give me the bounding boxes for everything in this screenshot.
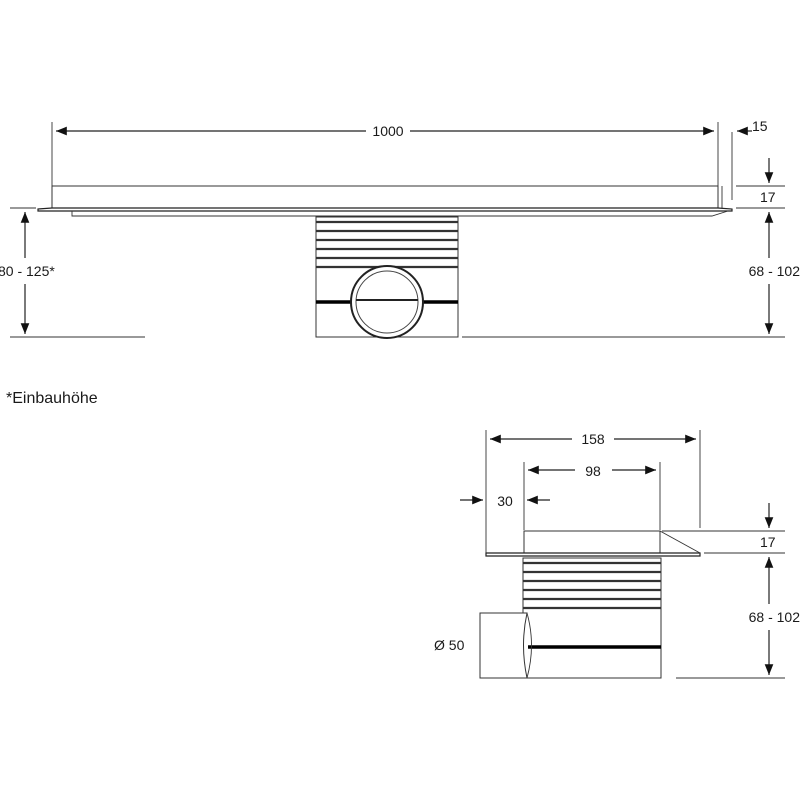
side-dim-body-height-label: 68 - 102 <box>749 609 800 625</box>
longitudinal-view: 1000 15 17 80 - 125* 68 - 102 <box>0 118 800 339</box>
side-drain-body <box>522 557 662 679</box>
side-dim-offset-label: 30 <box>497 493 513 509</box>
dim-install-height-label: 80 - 125* <box>0 263 55 279</box>
channel <box>71 210 729 217</box>
side-dim-overall-width-label: 158 <box>581 431 605 447</box>
dim-cover-height-label: 17 <box>760 189 776 205</box>
cross-section-view: 158 98 30 17 68 - 102 Ø 50 <box>434 430 800 679</box>
side-cover-plate <box>523 530 661 554</box>
flange <box>37 207 733 212</box>
outlet-diameter-label: Ø 50 <box>434 637 465 653</box>
installation-height-note: *Einbauhöhe <box>6 390 98 407</box>
side-flange <box>485 552 701 557</box>
outlet-pipe <box>479 612 528 679</box>
side-dim-cover-height-label: 17 <box>760 534 776 550</box>
dim-offset-label: 15 <box>752 118 768 134</box>
drain-ribs <box>316 220 458 269</box>
outlet-circle <box>350 265 424 339</box>
side-drain-ribs <box>523 561 661 610</box>
side-dim-inner-width-label: 98 <box>585 463 601 479</box>
cover-plate <box>51 185 719 209</box>
dim-length-label: 1000 <box>372 123 403 139</box>
dim-body-height-label: 68 - 102 <box>749 263 800 279</box>
